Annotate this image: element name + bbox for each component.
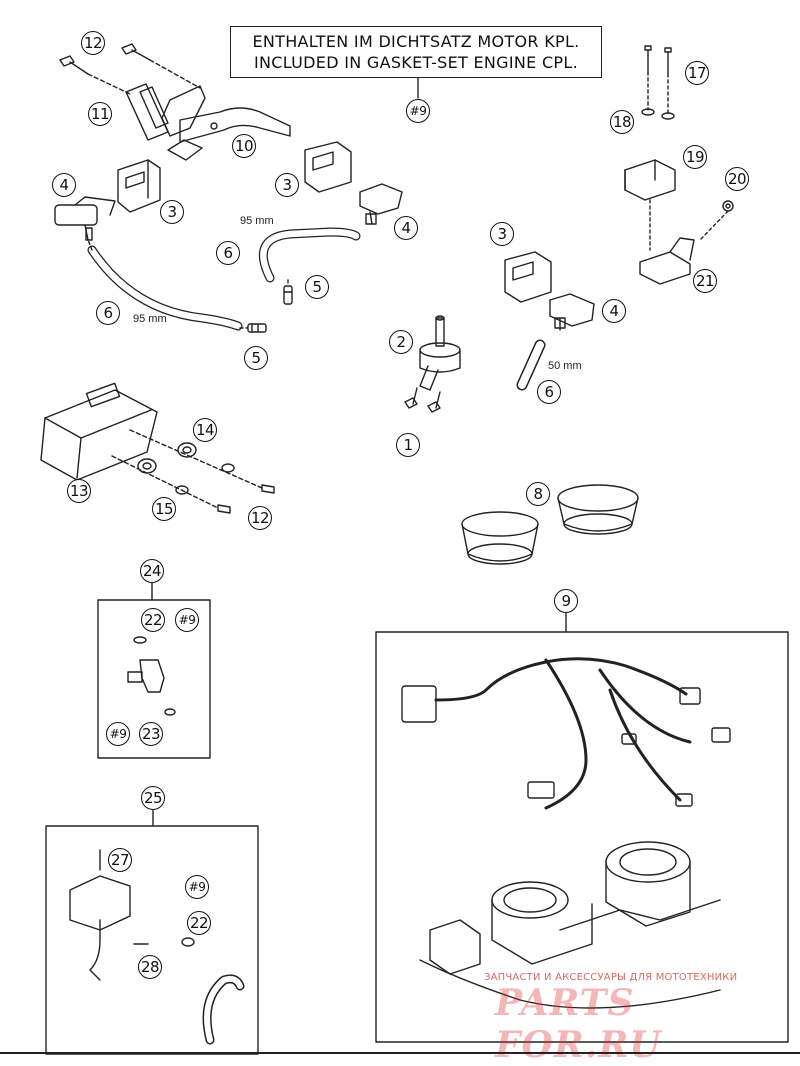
connector-3-left	[117, 159, 161, 213]
sensor-4-mid	[359, 183, 403, 225]
grommets-14-15	[111, 429, 263, 509]
note-line-en: INCLUDED IN GASKET-SET ENGINE CPL.	[254, 53, 578, 72]
callout-6: 6	[537, 380, 561, 404]
bottom-divider	[0, 1052, 800, 1054]
callout-ref-9: #9	[185, 875, 209, 899]
nut-20	[699, 200, 734, 241]
callout-3: 3	[275, 173, 299, 197]
callout-8: 8	[526, 482, 550, 506]
callout-6: 6	[216, 241, 240, 265]
callout-ref-9: #9	[106, 722, 130, 746]
connector-3-right	[504, 251, 552, 303]
ecu-13	[40, 382, 158, 481]
callout-28: 28	[138, 955, 162, 979]
bracket-21	[639, 237, 695, 285]
callout-24: 24	[140, 559, 164, 583]
washers-18	[641, 108, 675, 120]
fitting-5-mid	[283, 279, 293, 305]
callout-2: 2	[389, 330, 413, 354]
note-line-de: ENTHALTEN IM DICHTSATZ MOTOR KPL.	[252, 32, 580, 51]
wiring-harness	[401, 657, 731, 810]
callout-3: 3	[490, 222, 514, 246]
injector	[127, 636, 176, 716]
callout-5: 5	[244, 346, 268, 370]
fitting-5-left	[239, 323, 267, 333]
callout-19: 19	[683, 145, 707, 169]
screw-12-top	[59, 43, 201, 95]
callout-18: 18	[610, 110, 634, 134]
callout-12: 12	[81, 31, 105, 55]
dim-hose-left: 95 mm	[133, 313, 167, 325]
callout-4: 4	[52, 173, 76, 197]
dim-hose-right: 50 mm	[548, 360, 582, 372]
callout-25: 25	[141, 786, 165, 810]
callout-9: 9	[554, 589, 578, 613]
connector-3-mid	[304, 141, 352, 193]
screws-17	[644, 45, 672, 116]
callout-27: 27	[108, 848, 132, 872]
box-25	[45, 825, 259, 1055]
callout-20: 20	[725, 167, 749, 191]
dim-hose-top: 95 mm	[240, 215, 274, 227]
callout-5: 5	[305, 275, 329, 299]
idle-valve	[69, 849, 245, 1045]
callout-21: 21	[693, 269, 717, 293]
module-19	[624, 159, 676, 251]
sensor-4-right	[549, 293, 595, 331]
callout-22: 22	[141, 608, 165, 632]
bracket-10	[161, 85, 291, 161]
sensor-4-left	[54, 196, 116, 241]
callout-12: 12	[248, 506, 272, 530]
callout-4: 4	[602, 299, 626, 323]
callout-ref-9-note: #9	[406, 99, 430, 123]
callout-15: 15	[152, 497, 176, 521]
callout-13: 13	[67, 479, 91, 503]
screws-12-lower	[217, 484, 275, 514]
box-24	[97, 599, 211, 759]
callout-3: 3	[160, 200, 184, 224]
callout-1: 1	[396, 433, 420, 457]
bracket-11	[125, 83, 169, 141]
sensor-2	[419, 315, 461, 391]
gasket-note: ENTHALTEN IM DICHTSATZ MOTOR KPL. INCLUD…	[230, 26, 602, 78]
intake-boots-8	[461, 484, 639, 565]
callout-23: 23	[139, 722, 163, 746]
screws-1	[404, 387, 441, 413]
watermark-caption: ЗАПЧАСТИ И АКСЕССУАРЫ ДЛЯ МОТОТЕХНИКИ	[484, 972, 738, 983]
box-9	[375, 631, 789, 1043]
watermark-logo: PARTS FOR.RU	[495, 982, 662, 1066]
throttle-body	[419, 841, 721, 1009]
callout-11: 11	[88, 102, 112, 126]
callout-22: 22	[187, 911, 211, 935]
callout-17: 17	[685, 61, 709, 85]
callout-ref-9: #9	[175, 608, 199, 632]
callout-10: 10	[232, 134, 256, 158]
callout-14: 14	[193, 418, 217, 442]
callout-4: 4	[394, 216, 418, 240]
callout-6: 6	[96, 301, 120, 325]
